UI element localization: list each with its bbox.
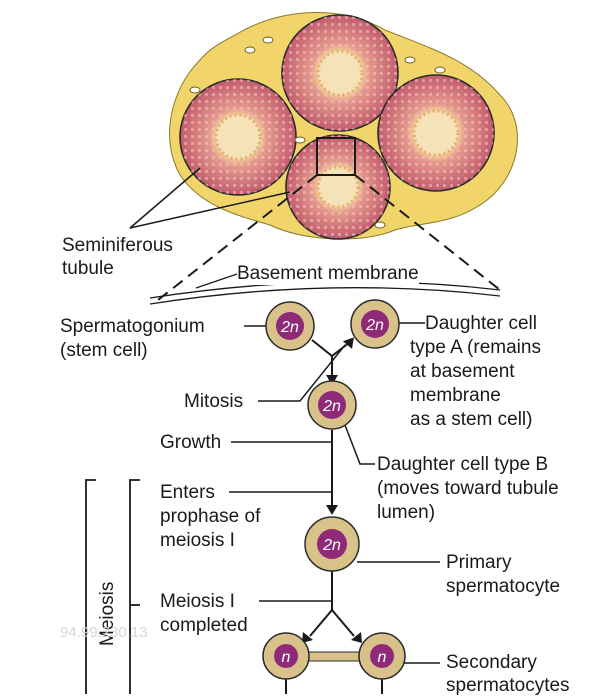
tubule-left [180, 79, 296, 195]
ploidy-label: 2n [322, 398, 341, 415]
ploidy-label: 2n [280, 319, 299, 336]
label-primary-2: spermatocyte [446, 575, 560, 598]
label-secondary-1: Secondary [446, 651, 537, 674]
label-meiosis-i-1: Meiosis I [160, 590, 235, 613]
tubule-right [378, 75, 494, 191]
label-meiosis-i-2: completed [160, 614, 248, 637]
label-basement-membrane: Basement membrane [237, 262, 419, 285]
label-daughter-a-5: as a stem cell) [410, 408, 532, 431]
label-seminiferous: Seminiferous [62, 234, 173, 257]
label-daughter-b-3: lumen) [377, 501, 435, 524]
ploidy-label: n [282, 649, 291, 666]
label-daughter-b-2: (moves toward tubule [377, 477, 559, 500]
label-enters-3: meiosis I [160, 529, 235, 552]
label-tubule: tubule [62, 257, 114, 280]
label-daughter-a-2: type A (remains [410, 336, 541, 359]
label-daughter-a-3: at basement [410, 360, 515, 383]
label-stem-cell: (stem cell) [60, 339, 148, 362]
label-enters-1: Enters [160, 481, 215, 504]
label-primary-1: Primary [446, 551, 511, 574]
label-daughter-a-4: membrane [410, 384, 501, 407]
label-spermatogonium: Spermatogonium [60, 315, 205, 338]
label-daughter-b-1: Daughter cell type B [377, 453, 548, 476]
label-mitosis: Mitosis [184, 390, 243, 413]
label-enters-2: prophase of [160, 505, 260, 528]
ploidy-label: 2n [322, 537, 341, 554]
ploidy-label: 2n [365, 317, 384, 334]
label-growth: Growth [160, 431, 221, 454]
label-daughter-a-1: Daughter cell [425, 312, 537, 335]
ploidy-label: n [378, 649, 387, 666]
watermark: 94.99.230.13 [60, 624, 148, 641]
